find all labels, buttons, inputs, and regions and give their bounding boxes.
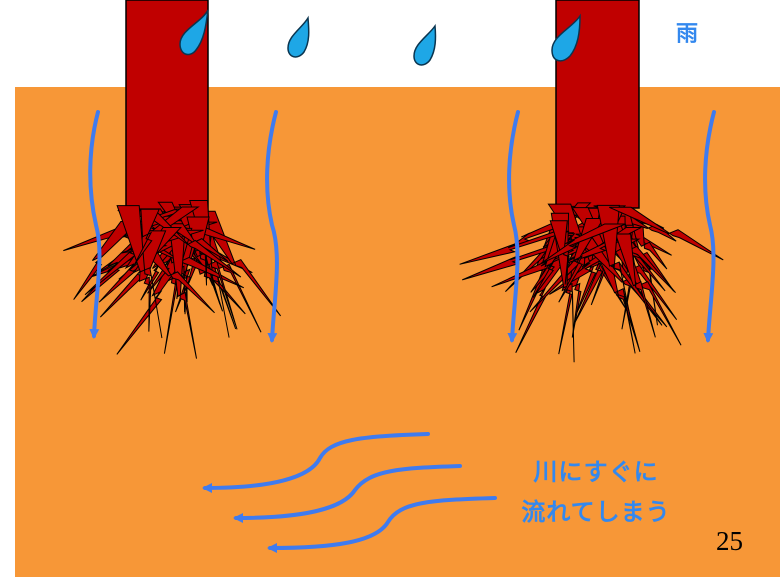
raindrop-icon (288, 18, 309, 57)
page-number: 25 (716, 526, 743, 557)
raindrop-icon (414, 26, 435, 65)
rain-drops (180, 10, 580, 65)
rain-label: 雨 (676, 16, 698, 48)
runoff-label-line1: 川にすぐに (498, 452, 694, 492)
runoff-label: 川にすぐに 流れてしまう (498, 452, 694, 532)
runoff-label-line2: 流れてしまう (498, 492, 694, 532)
